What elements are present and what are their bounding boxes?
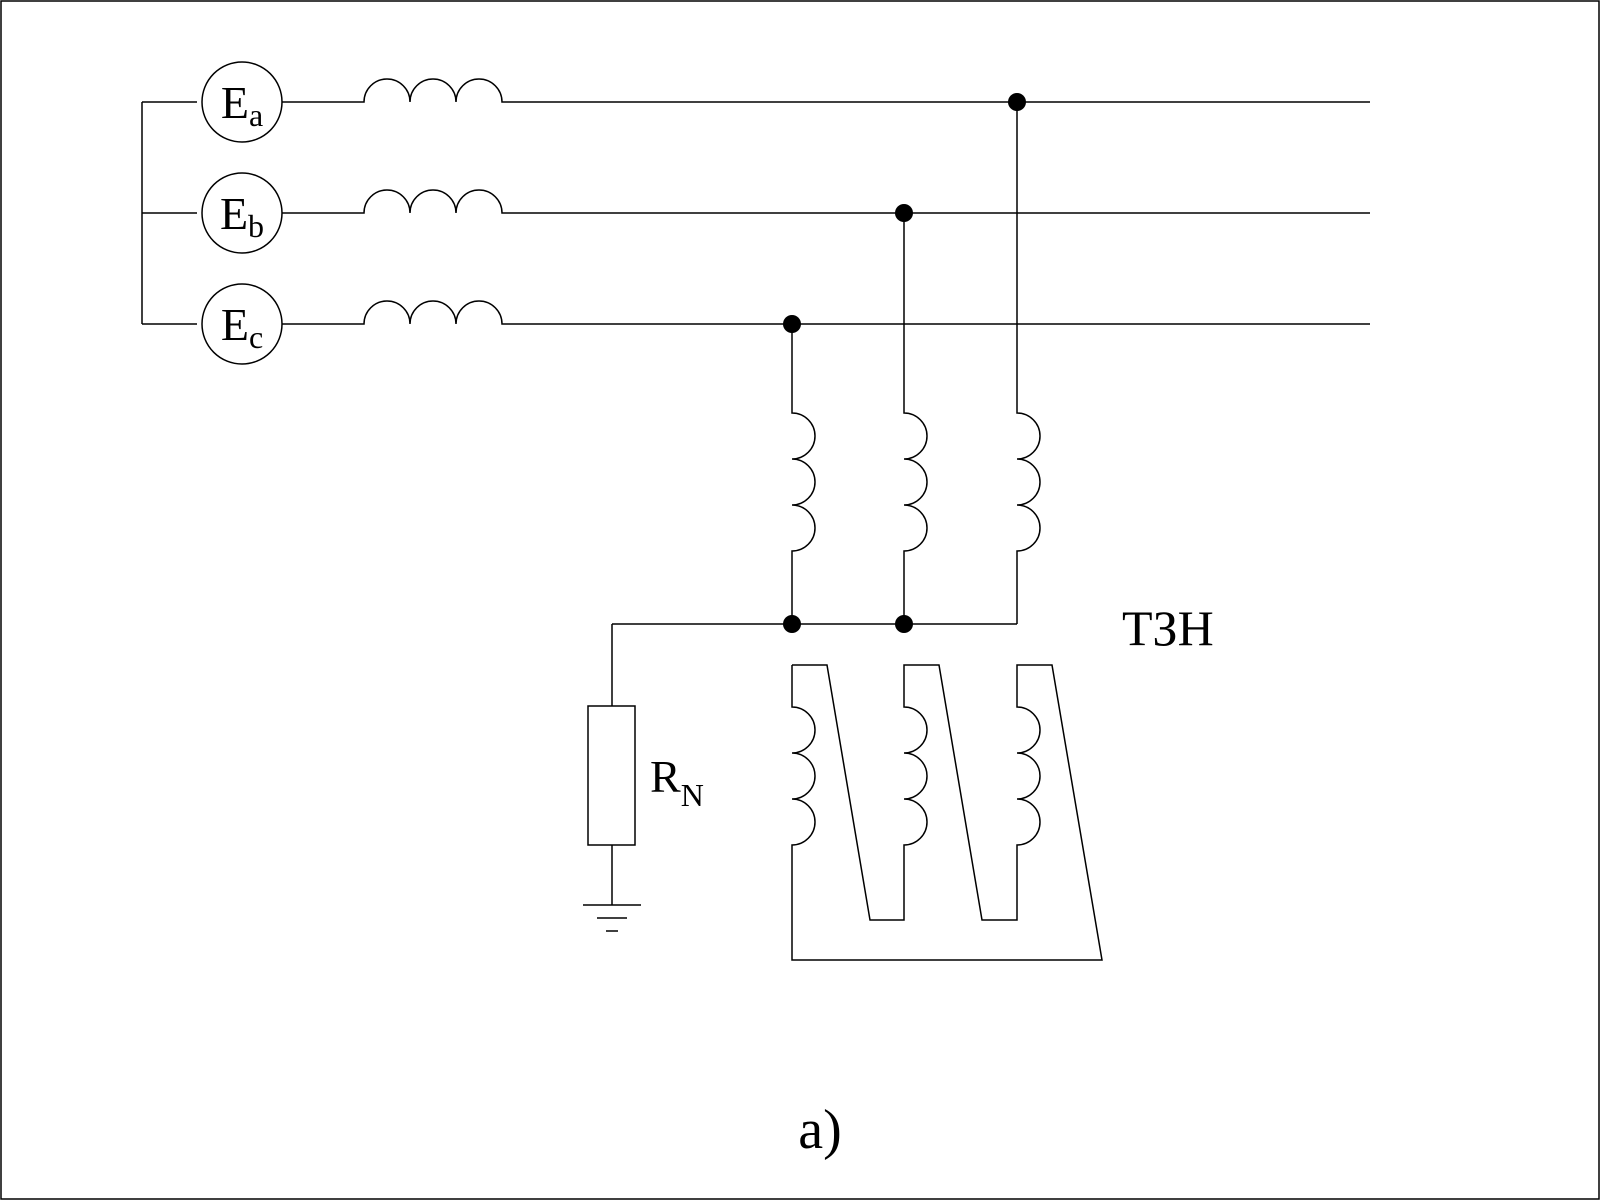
phase-c-line: Ec bbox=[201, 283, 1370, 365]
phase-a-inductor-icon bbox=[282, 78, 1370, 103]
junction-dot-c bbox=[783, 315, 801, 333]
junction-dot-b bbox=[895, 204, 913, 222]
primary-winding-a-icon bbox=[1016, 102, 1041, 624]
junction-dot-a bbox=[1008, 93, 1026, 111]
phase-b-inductor-icon bbox=[282, 189, 1370, 214]
primary-winding-c-icon bbox=[791, 324, 816, 624]
neutral-junction-dot-2 bbox=[895, 615, 913, 633]
phase-a-line: Ea bbox=[201, 61, 1370, 143]
phase-b-line: Eb bbox=[201, 172, 1370, 254]
secondary-winding-c-icon bbox=[791, 664, 1103, 961]
figure-caption: a) bbox=[798, 1099, 842, 1161]
resistor-label: RN bbox=[650, 751, 704, 813]
primary-winding-b-icon bbox=[903, 213, 928, 624]
source-common-bus bbox=[141, 101, 197, 325]
neutral-junction-dot-1 bbox=[783, 615, 801, 633]
resistor-icon bbox=[587, 705, 636, 846]
source-b-label: Eb bbox=[220, 188, 264, 244]
ground-icon bbox=[583, 904, 641, 932]
transformer-label: ТЗН bbox=[1122, 600, 1214, 656]
phase-c-inductor-icon bbox=[282, 300, 1370, 325]
source-c-label: Ec bbox=[221, 299, 263, 355]
source-a-label: Ea bbox=[221, 77, 263, 133]
